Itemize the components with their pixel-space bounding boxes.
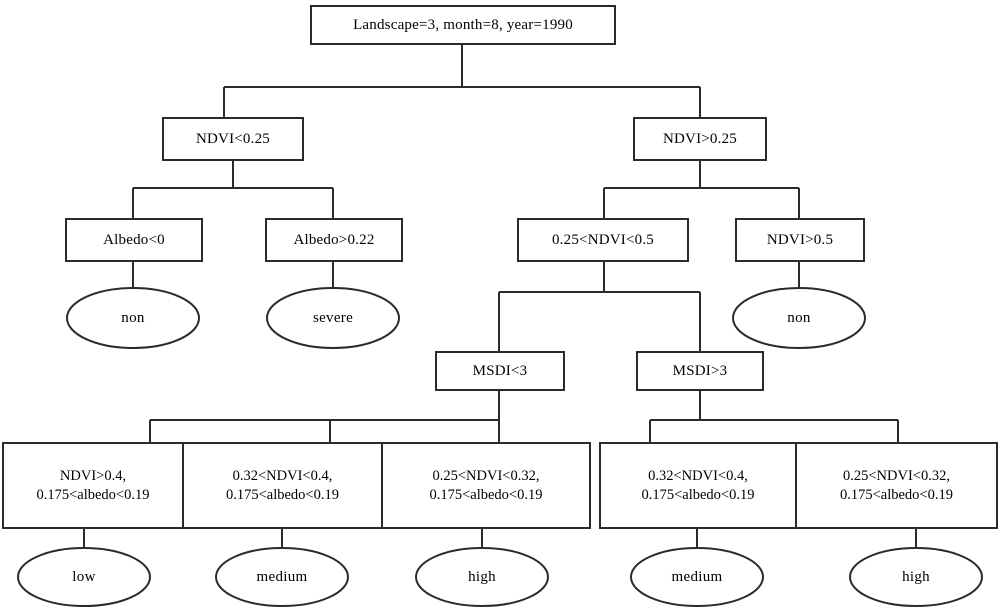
leaf-severe[interactable] bbox=[267, 288, 399, 348]
leaf-non-right-shape bbox=[732, 287, 866, 349]
node-root[interactable] bbox=[311, 6, 615, 44]
node-ndvi-gt-025-shape bbox=[632, 116, 768, 162]
node-ndvi-gt-025[interactable] bbox=[634, 118, 766, 160]
leaf-low-shape bbox=[17, 547, 151, 607]
leaf-high-1[interactable] bbox=[416, 548, 548, 606]
leaf-high-2-shape bbox=[849, 547, 983, 607]
node-l4-5[interactable] bbox=[796, 443, 997, 528]
node-l4-1-shape bbox=[1, 441, 185, 530]
node-l4-3[interactable] bbox=[382, 443, 590, 528]
node-albedo-lt-0[interactable] bbox=[66, 219, 202, 261]
node-l4-2[interactable] bbox=[183, 443, 382, 528]
node-ndvi-lt-025[interactable] bbox=[163, 118, 303, 160]
node-l4-5-shape bbox=[794, 441, 999, 530]
node-ndvi-gt-05[interactable] bbox=[736, 219, 864, 261]
leaf-medium-2-shape bbox=[630, 547, 764, 607]
node-msdi-gt-3[interactable] bbox=[637, 352, 763, 390]
node-msdi-lt-3[interactable] bbox=[436, 352, 564, 390]
leaf-medium-1-shape bbox=[215, 547, 349, 607]
node-ndvi-025-05[interactable] bbox=[518, 219, 688, 261]
leaf-non-left-shape bbox=[66, 287, 200, 349]
node-albedo-gt-022[interactable] bbox=[266, 219, 402, 261]
leaf-medium-1[interactable] bbox=[216, 548, 348, 606]
node-ndvi-025-05-shape bbox=[516, 217, 690, 263]
leaf-medium-2[interactable] bbox=[631, 548, 763, 606]
node-albedo-gt-022-shape bbox=[264, 217, 404, 263]
node-albedo-lt-0-shape bbox=[64, 217, 204, 263]
node-root-shape bbox=[309, 4, 617, 46]
node-l4-3-shape bbox=[380, 441, 592, 530]
node-l4-4[interactable] bbox=[600, 443, 796, 528]
leaf-non-left[interactable] bbox=[67, 288, 199, 348]
node-ndvi-gt-05-shape bbox=[734, 217, 866, 263]
leaf-high-2[interactable] bbox=[850, 548, 982, 606]
leaf-severe-shape bbox=[266, 287, 400, 349]
node-l4-2-shape bbox=[181, 441, 384, 530]
node-ndvi-lt-025-shape bbox=[161, 116, 305, 162]
leaf-non-right[interactable] bbox=[733, 288, 865, 348]
node-msdi-gt-3-shape bbox=[635, 350, 765, 392]
leaf-low[interactable] bbox=[18, 548, 150, 606]
leaf-high-1-shape bbox=[415, 547, 549, 607]
node-l4-4-shape bbox=[598, 441, 798, 530]
node-msdi-lt-3-shape bbox=[434, 350, 566, 392]
node-l4-1[interactable] bbox=[3, 443, 183, 528]
